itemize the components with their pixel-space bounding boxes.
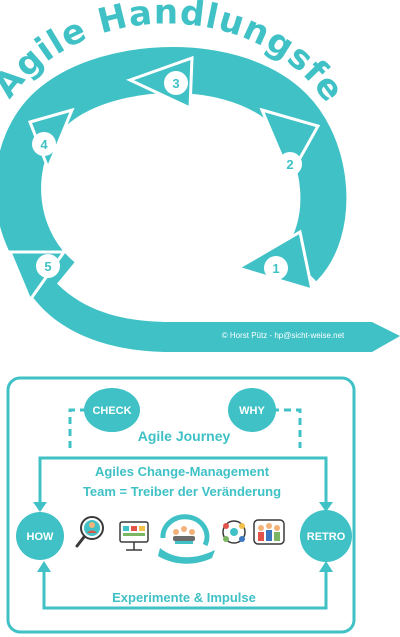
experiments-label: Experimente & Impulse (112, 590, 256, 605)
search-person-icon (75, 516, 104, 548)
svg-text:4: 4 (40, 137, 48, 152)
experiments-loop (42, 565, 328, 610)
dashboard-icon (119, 521, 149, 551)
node-check: CHECK (84, 388, 140, 432)
team-icon (253, 519, 285, 545)
svg-text:2: 2 (286, 157, 293, 172)
step-badge-2: 2 (278, 152, 302, 176)
dashed-check-link (68, 408, 88, 448)
arrow-up-how (37, 561, 51, 572)
cycle-tail-arrow (25, 262, 400, 352)
agile-journey-panel: CHECK WHY HOW RETRO Agile Journey Agiles… (6, 376, 356, 634)
team-meeting-icon (158, 514, 215, 564)
copyright-text: © Horst Pütz - hp@sicht-weise.net (222, 331, 345, 340)
svg-text:HOW: HOW (27, 531, 55, 543)
svg-text:WHY: WHY (239, 405, 265, 417)
change-management-label: Agiles Change-Management (95, 464, 270, 479)
agile-cycle: 1 2 3 4 5 © Horst Pütz - hp@sicht-weise.… (0, 47, 400, 352)
svg-text:RETRO: RETRO (307, 531, 346, 543)
node-why: WHY (228, 388, 276, 432)
svg-text:3: 3 (172, 76, 179, 91)
node-retro: RETRO (300, 510, 352, 562)
arrow-down-how (33, 502, 47, 512)
agile-journey-label: Agile Journey (138, 428, 231, 444)
arrow-down-retro (319, 502, 333, 512)
team-driver-label: Team = Treiber der Veränderung (83, 484, 281, 499)
arrow-3 (126, 55, 194, 111)
change-connector (38, 456, 328, 510)
step-badge-1: 1 (264, 256, 288, 280)
svg-text:CHECK: CHECK (92, 405, 131, 417)
step-badge-5: 5 (36, 254, 60, 278)
arrow-2 (259, 107, 321, 180)
panel-frame (6, 376, 356, 634)
node-how: HOW (16, 512, 64, 560)
step-badge-3: 3 (164, 71, 188, 95)
svg-text:1: 1 (272, 261, 279, 276)
network-icon (222, 520, 246, 544)
svg-text:5: 5 (44, 259, 51, 274)
dashed-why-link (272, 408, 302, 448)
arrow-up-retro (319, 561, 333, 572)
step-badge-4: 4 (32, 132, 56, 156)
